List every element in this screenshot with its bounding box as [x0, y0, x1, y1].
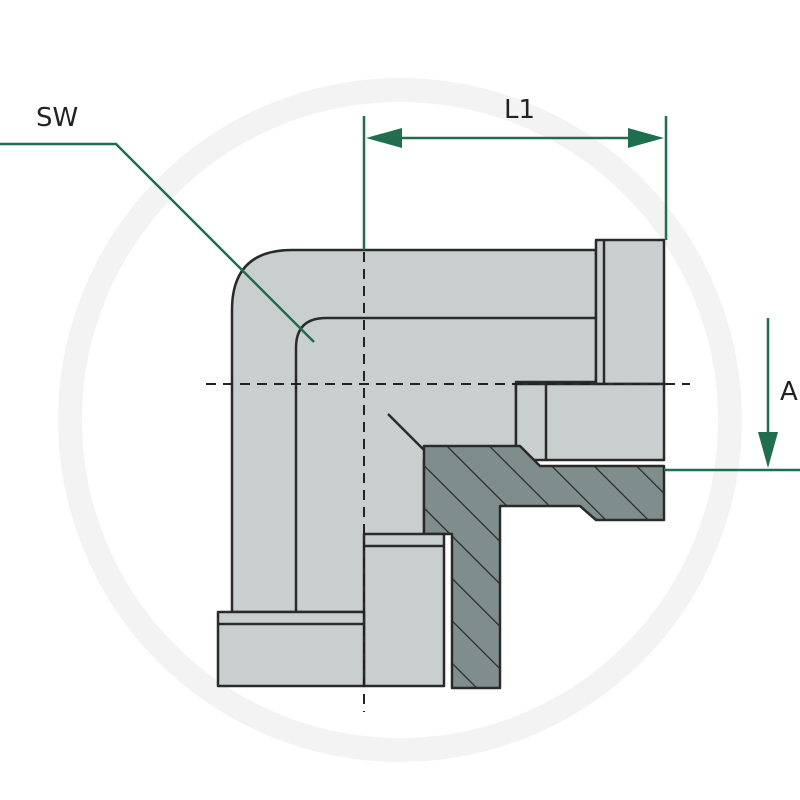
right-end-collar — [594, 238, 666, 386]
sw-leader-line — [0, 142, 315, 343]
l1-arrow-right — [628, 128, 664, 148]
a-arrow-down — [758, 432, 778, 468]
bend-contour — [294, 316, 596, 612]
l1-label: L1 — [504, 95, 535, 125]
l1-arrow-left — [366, 128, 402, 148]
sw-label: SW — [36, 103, 78, 133]
watermark — [58, 78, 742, 762]
bottom-port-thread — [362, 532, 446, 688]
right-port-thread — [514, 382, 666, 462]
section-hatch — [422, 444, 666, 690]
a-label: A — [780, 377, 798, 407]
bore-chamfer — [387, 413, 425, 451]
